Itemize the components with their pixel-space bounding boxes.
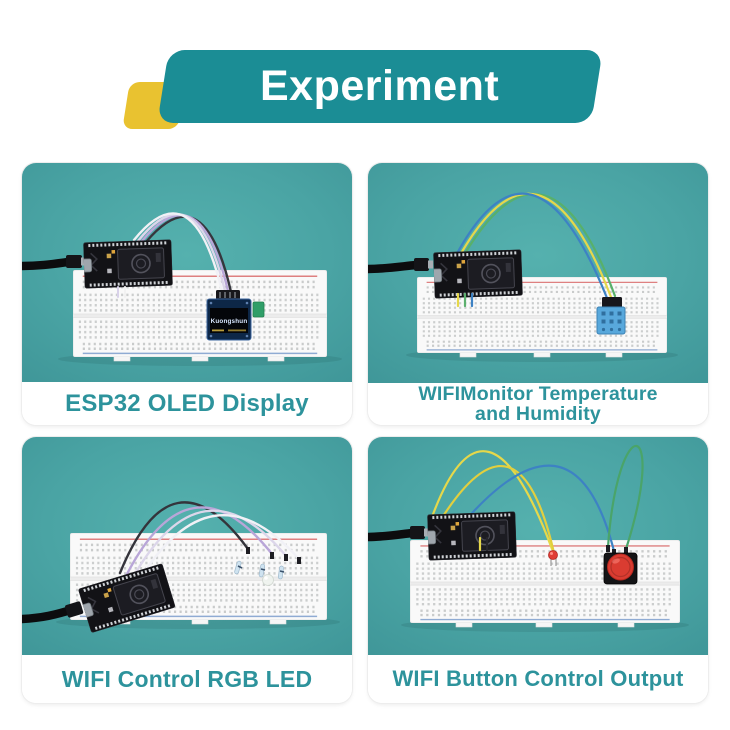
jumper-wires — [118, 501, 301, 584]
jumper-wires — [452, 192, 617, 300]
caption-esp32-oled-display: ESP32 OLED Display — [22, 382, 352, 425]
caption-wifi-monitor-temperature-humidity: WIFIMonitor Temperature and Humidity — [368, 383, 708, 425]
jumper-wires — [430, 444, 644, 556]
usb-cable — [22, 257, 73, 271]
esp32-board — [83, 239, 173, 289]
esp32-board — [433, 249, 523, 299]
rgb-led — [262, 574, 274, 586]
photo-wifi-button-control-output — [368, 437, 708, 655]
resistors — [234, 560, 285, 580]
page-title: Experiment — [260, 62, 500, 110]
usb-cable — [368, 528, 417, 542]
experiment-card-wifi-control-rgb-led: WIFI Control RGB LED — [22, 437, 352, 703]
photo-wifi-control-rgb-led — [22, 437, 352, 655]
push-button — [603, 552, 638, 585]
oled-screen-text: Kuongshun — [211, 318, 248, 325]
green-component — [252, 301, 265, 318]
photo-wifi-monitor-temperature-humidity — [368, 163, 708, 383]
ribbon-wires — [132, 212, 233, 294]
dht11-sensor — [596, 297, 626, 335]
esp32-board — [427, 511, 517, 561]
experiment-banner: Experiment — [157, 50, 603, 123]
experiment-card-wifi-button-control-output: WIFI Button Control Output — [368, 437, 708, 703]
red-led — [548, 550, 558, 566]
oled-module: Kuongshun — [206, 290, 252, 341]
experiment-card-esp32-oled-display: Kuongshun ESP32 OLED Display — [22, 163, 352, 425]
caption-wifi-control-rgb-led: WIFI Control RGB LED — [22, 655, 352, 703]
photo-esp32-oled-display: Kuongshun — [22, 163, 352, 382]
caption-wifi-button-control-output: WIFI Button Control Output — [368, 655, 708, 703]
usb-cable — [368, 260, 421, 274]
experiment-card-wifi-monitor-temperature-humidity: WIFIMonitor Temperature and Humidity — [368, 163, 708, 425]
